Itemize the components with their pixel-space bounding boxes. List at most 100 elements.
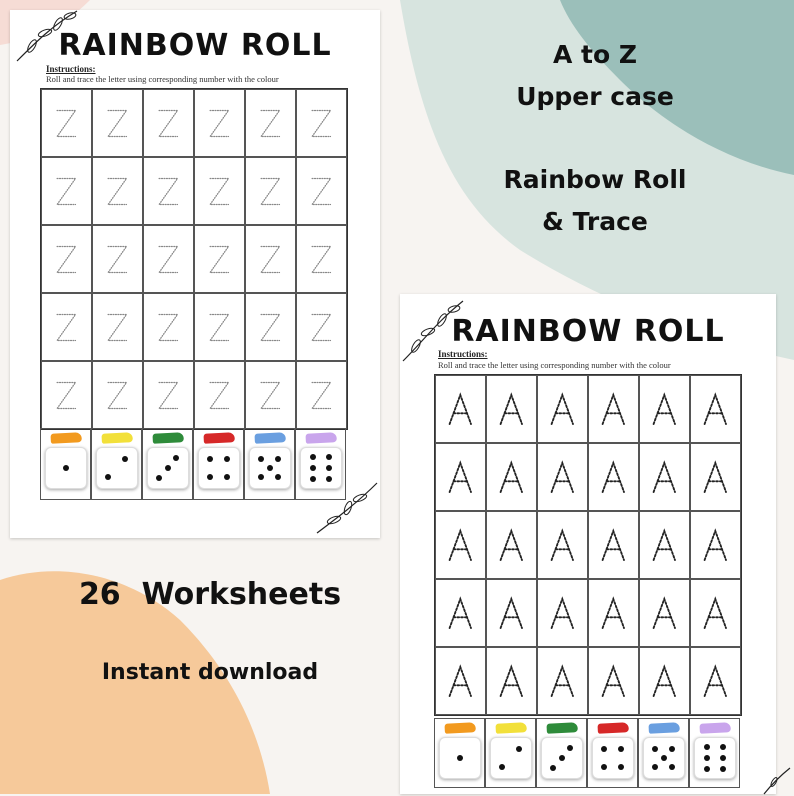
trace-letter-a — [601, 459, 626, 493]
trace-letter-z — [56, 245, 77, 273]
trace-letter-z — [107, 177, 128, 205]
letter-cell — [194, 361, 245, 429]
dice-row — [434, 718, 740, 788]
die-pip — [164, 465, 171, 471]
trace-letter-z — [209, 109, 230, 137]
letter-cell — [639, 443, 690, 511]
die-face-4 — [591, 737, 634, 779]
die-pip — [325, 453, 332, 460]
letter-row — [435, 443, 741, 511]
colour-swatch — [647, 722, 680, 734]
trace-letter-z — [311, 177, 332, 205]
die-face-2 — [489, 737, 532, 779]
die-pip — [600, 746, 607, 753]
die-pip — [660, 755, 667, 761]
die-face-5 — [642, 737, 685, 779]
die-face-3 — [146, 447, 189, 489]
letter-cell — [690, 443, 741, 511]
trace-letter-a — [448, 391, 473, 425]
die-pip — [719, 743, 726, 750]
letter-cell — [537, 579, 588, 647]
dice-cell — [142, 428, 193, 500]
letter-cell — [588, 647, 639, 715]
trace-letter-z — [260, 381, 281, 409]
die-pip — [224, 456, 231, 463]
letter-cell — [690, 375, 741, 443]
trace-letter-a — [652, 663, 677, 697]
die-pip — [498, 763, 505, 770]
trace-letter-z — [209, 245, 230, 273]
letter-cell — [435, 579, 486, 647]
die-face-2 — [95, 447, 138, 489]
letter-cell — [245, 225, 296, 293]
colour-swatch — [596, 722, 629, 734]
letter-cell — [486, 443, 537, 511]
trace-letter-a — [703, 527, 728, 561]
letter-cell — [143, 225, 194, 293]
letter-grid — [40, 88, 348, 430]
trace-letter-a — [499, 459, 524, 493]
die-face-1 — [44, 447, 87, 489]
letter-cell — [92, 361, 143, 429]
letter-cell — [245, 361, 296, 429]
trace-letter-z — [158, 245, 179, 273]
die-face-6 — [299, 447, 342, 489]
letter-cell — [194, 225, 245, 293]
trace-letter-a — [448, 527, 473, 561]
trace-letter-a — [448, 663, 473, 697]
letter-cell — [537, 647, 588, 715]
die-pip — [206, 473, 213, 480]
letter-cell — [41, 89, 92, 157]
trace-letter-z — [260, 313, 281, 341]
letter-cell — [639, 375, 690, 443]
letter-cell — [296, 225, 347, 293]
trace-letter-z — [209, 381, 230, 409]
die-pip — [309, 453, 316, 460]
letter-cell — [690, 511, 741, 579]
trace-letter-a — [601, 595, 626, 629]
die-pip — [549, 765, 556, 771]
letter-cell — [296, 89, 347, 157]
die-pip — [224, 473, 231, 480]
letter-row — [41, 225, 347, 293]
die-face-3 — [540, 737, 583, 779]
dice-cell — [434, 718, 485, 788]
letter-cell — [92, 157, 143, 225]
die-pip — [516, 746, 523, 753]
die-pip — [104, 473, 111, 480]
letter-cell — [486, 511, 537, 579]
dice-cell — [536, 718, 587, 788]
letter-cell — [537, 511, 588, 579]
letter-cell — [92, 89, 143, 157]
trace-letter-a — [601, 391, 626, 425]
die-face-4 — [197, 447, 240, 489]
die-pip — [309, 465, 316, 471]
letter-cell — [486, 375, 537, 443]
die-face-6 — [693, 737, 736, 779]
die-pip — [618, 763, 625, 770]
letter-cell — [435, 647, 486, 715]
die-pip — [558, 755, 565, 761]
trace-letter-a — [703, 595, 728, 629]
trace-letter-a — [550, 391, 575, 425]
letter-cell — [486, 647, 537, 715]
colour-swatch — [304, 432, 337, 444]
colour-swatch — [494, 722, 527, 734]
die-pip — [325, 465, 332, 471]
letter-cell — [194, 89, 245, 157]
letter-cell — [41, 157, 92, 225]
die-pip — [669, 746, 676, 753]
instructions-heading: Instructions: — [46, 64, 96, 74]
trace-letter-a — [652, 527, 677, 561]
trace-letter-z — [158, 109, 179, 137]
trace-letter-a — [703, 459, 728, 493]
trace-letter-z — [311, 381, 332, 409]
dice-cell — [485, 718, 536, 788]
trace-letter-z — [311, 245, 332, 273]
trace-letter-a — [550, 459, 575, 493]
die-pip — [275, 456, 282, 463]
letter-cell — [143, 89, 194, 157]
die-pip — [719, 766, 726, 773]
trace-letter-a — [601, 527, 626, 561]
die-pip — [719, 755, 726, 761]
